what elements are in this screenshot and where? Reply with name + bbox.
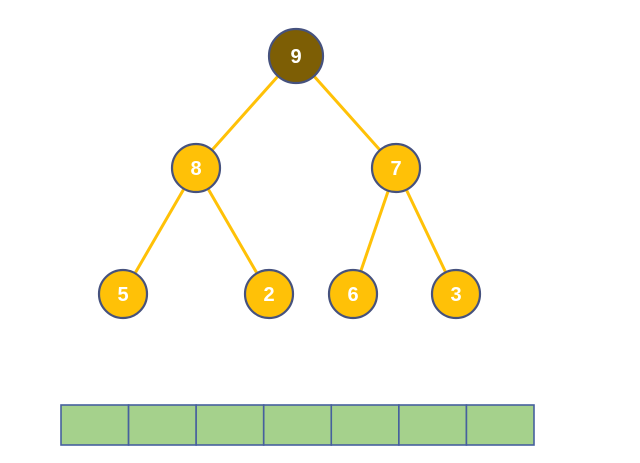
array-cell-rect-4[interactable] xyxy=(330,404,400,446)
tree-node-6[interactable]: 6 xyxy=(327,268,379,320)
array-cell-6[interactable] xyxy=(465,404,535,446)
tree-nodes-group: 9 8 7 5 2 6 3 xyxy=(97,27,482,320)
node-circle-9[interactable] xyxy=(267,27,325,85)
node-circle-2[interactable] xyxy=(243,268,295,320)
tree-node-9[interactable]: 9 xyxy=(267,27,325,85)
tree-edge-8-5 xyxy=(132,185,187,277)
tree-node-3[interactable]: 3 xyxy=(430,268,482,320)
tree-edges-group xyxy=(132,73,449,277)
node-label-8: 8 xyxy=(190,158,201,180)
array-cell-1[interactable] xyxy=(127,404,197,446)
node-circle-7[interactable] xyxy=(370,142,422,194)
node-label-5: 5 xyxy=(117,284,128,306)
array-cell-rect-0[interactable] xyxy=(60,404,130,446)
node-label-9: 9 xyxy=(290,46,301,68)
node-circle-3[interactable] xyxy=(430,268,482,320)
tree-node-5[interactable]: 5 xyxy=(97,268,149,320)
node-circle-6[interactable] xyxy=(327,268,379,320)
node-label-7: 7 xyxy=(390,158,401,180)
array-cell-rect-2[interactable] xyxy=(195,404,265,446)
tree-edge-8-2 xyxy=(205,185,260,277)
tree-edge-7-3 xyxy=(403,186,449,276)
node-label-2: 2 xyxy=(263,284,274,306)
array-cell-rect-3[interactable] xyxy=(262,404,333,446)
node-label-6: 6 xyxy=(347,284,358,306)
array-cell-rect-6[interactable] xyxy=(465,404,535,446)
array-cell-0[interactable] xyxy=(60,404,130,446)
tree-edge-9-7 xyxy=(311,73,383,154)
array-cell-2[interactable] xyxy=(195,404,265,446)
node-circle-8[interactable] xyxy=(170,142,222,194)
node-circle-5[interactable] xyxy=(97,268,149,320)
array-cell-rect-5[interactable] xyxy=(398,404,468,446)
tree-edge-9-8 xyxy=(209,73,281,154)
node-label-3: 3 xyxy=(450,284,461,306)
array-cell-rect-1[interactable] xyxy=(127,404,197,446)
tree-node-8[interactable]: 8 xyxy=(170,142,222,194)
array-cell-3[interactable] xyxy=(262,404,333,446)
tree-edge-7-6 xyxy=(358,187,391,275)
array-row-group xyxy=(60,404,535,446)
tree-node-7[interactable]: 7 xyxy=(370,142,422,194)
array-cell-5[interactable] xyxy=(398,404,468,446)
tree-node-2[interactable]: 2 xyxy=(243,268,295,320)
array-cell-4[interactable] xyxy=(330,404,400,446)
